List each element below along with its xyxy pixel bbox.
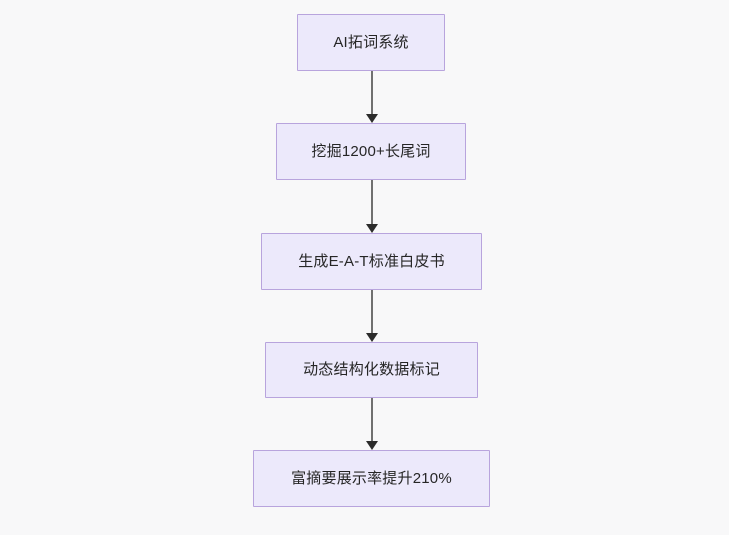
edge-line [371, 398, 373, 442]
node-label: AI拓词系统 [333, 33, 409, 51]
flowchart-node-rich-snippet-impression-uplift[interactable]: 富摘要展示率提升210% [253, 450, 490, 507]
edge-line [371, 71, 373, 115]
arrowhead-down-icon [366, 441, 378, 450]
arrowhead-down-icon [366, 224, 378, 233]
flowchart-edge-n4-n5 [364, 398, 380, 450]
node-label: 动态结构化数据标记 [303, 361, 440, 378]
node-label: 生成E-A-T标准白皮书 [298, 252, 445, 270]
arrowhead-down-icon [366, 114, 378, 123]
flowchart-edge-n2-n3 [364, 180, 380, 233]
edge-line [371, 180, 373, 225]
flowchart-node-dynamic-structured-data-markup[interactable]: 动态结构化数据标记 [265, 342, 478, 398]
node-label: 富摘要展示率提升210% [291, 469, 452, 487]
flowchart-node-ai-keyword-system[interactable]: AI拓词系统 [297, 14, 445, 71]
arrowhead-down-icon [366, 333, 378, 342]
flowchart-edge-n1-n2 [364, 71, 380, 123]
flowchart-node-generate-eat-whitepaper[interactable]: 生成E-A-T标准白皮书 [261, 233, 482, 290]
node-label: 挖掘1200+长尾词 [311, 142, 431, 160]
flowchart-node-mine-longtail-keywords[interactable]: 挖掘1200+长尾词 [276, 123, 466, 180]
flowchart-edge-n3-n4 [364, 290, 380, 342]
edge-line [371, 290, 373, 334]
